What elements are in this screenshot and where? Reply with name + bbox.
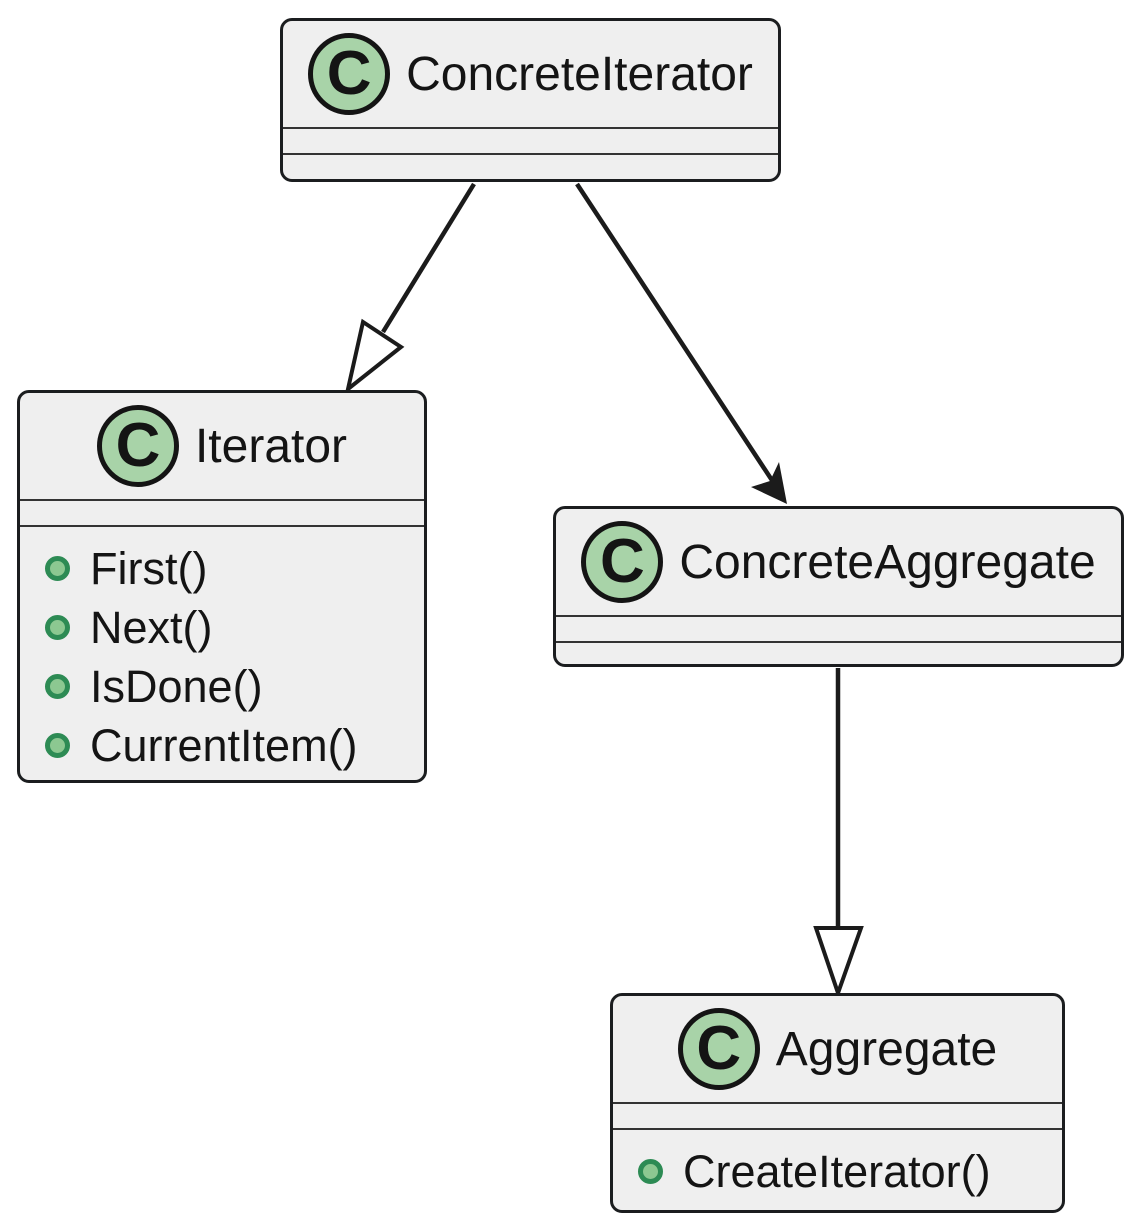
method-row: First(): [45, 539, 424, 598]
public-method-icon: [638, 1159, 663, 1184]
method-row: Next(): [45, 598, 424, 657]
class-header: C ConcreteAggregate: [556, 509, 1121, 615]
class-node-iterator: C Iterator First() Next() IsDone() Curre…: [17, 390, 427, 783]
inheritance-arrow-concreteiterator-to-iterator: [344, 182, 476, 395]
class-name: Iterator: [194, 419, 348, 473]
class-header: C ConcreteIterator: [283, 21, 778, 127]
class-node-aggregate: C Aggregate CreateIterator(): [610, 993, 1065, 1213]
methods-section: CreateIterator(): [613, 1130, 1062, 1210]
class-name: Aggregate: [775, 1022, 998, 1076]
class-header: C Aggregate: [613, 996, 1062, 1102]
public-method-icon: [45, 733, 70, 758]
method-label: Next(): [90, 601, 213, 653]
method-row: IsDone(): [45, 657, 424, 716]
methods-section: First() Next() IsDone() CurrentItem(): [20, 527, 424, 780]
attributes-section: [20, 499, 424, 527]
class-node-concrete-aggregate: C ConcreteAggregate: [553, 506, 1124, 667]
methods-section: [556, 643, 1121, 664]
method-row: CurrentItem(): [45, 716, 424, 775]
public-method-icon: [45, 615, 70, 640]
hollow-triangle-arrowhead-icon: [344, 318, 405, 395]
public-method-icon: [45, 556, 70, 581]
method-label: IsDone(): [90, 660, 263, 712]
class-c-badge-icon: C: [581, 521, 664, 603]
method-label: CreateIterator(): [683, 1145, 991, 1197]
methods-section: [283, 155, 778, 179]
class-c-badge-icon: C: [96, 405, 179, 487]
method-row: CreateIterator(): [638, 1142, 1062, 1201]
hollow-triangle-arrowhead-icon: [813, 926, 864, 1000]
class-name: ConcreteAggregate: [679, 535, 1096, 589]
method-label: CurrentItem(): [90, 719, 358, 771]
attributes-section: [613, 1102, 1062, 1130]
attributes-section: [283, 127, 778, 155]
class-name: ConcreteIterator: [406, 47, 753, 101]
method-label: First(): [90, 542, 208, 594]
public-method-icon: [45, 674, 70, 699]
attributes-section: [556, 615, 1121, 643]
filled-arrowhead-icon: [751, 462, 787, 504]
class-c-badge-icon: C: [308, 33, 391, 115]
class-c-badge-icon: C: [677, 1008, 760, 1090]
class-node-concrete-iterator: C ConcreteIterator: [280, 18, 781, 182]
association-arrow-concreteiterator-to-concreteaggregate: [575, 182, 787, 504]
class-header: C Iterator: [20, 393, 424, 499]
inheritance-arrow-concreteaggregate-to-aggregate: [813, 668, 864, 1000]
